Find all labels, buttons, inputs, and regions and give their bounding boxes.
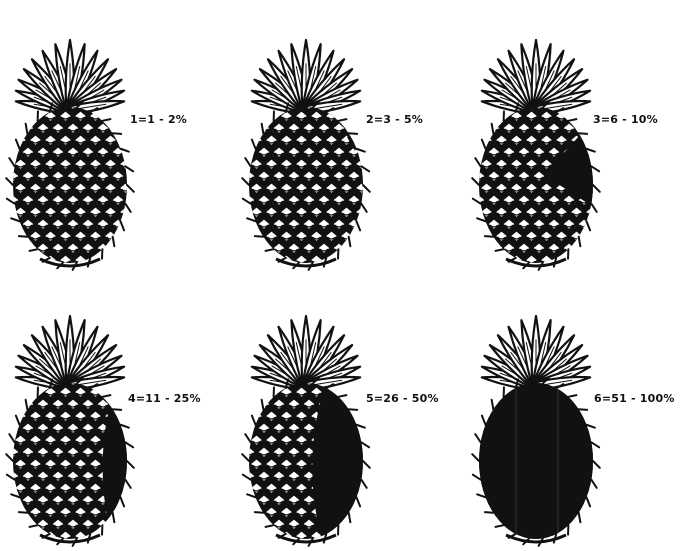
crown-leaves — [16, 40, 124, 114]
crown-leaves — [252, 40, 360, 114]
stage-label-2: 2=3 - 5% — [366, 113, 423, 126]
pineapple-4-icon — [0, 276, 140, 551]
pineapple-5-icon — [236, 276, 376, 551]
stage-label-4: 4=11 - 25% — [128, 392, 201, 405]
pineapple-panel-1: 1=1 - 2% — [0, 0, 220, 270]
pineapple-3-icon — [466, 0, 606, 275]
crown-leaves — [252, 316, 360, 390]
stage-label-6: 6=51 - 100% — [594, 392, 675, 405]
pineapple-panel-2: 2=3 - 5% — [236, 0, 456, 270]
damaged-area — [117, 130, 127, 146]
crown-leaves — [482, 40, 590, 114]
crown-leaves — [482, 316, 590, 390]
pineapple-6-icon — [466, 276, 606, 551]
pineapple-panel-5: 5=26 - 50% — [236, 276, 456, 546]
crown-leaves — [16, 316, 124, 390]
pineapple-panel-3: 3=6 - 10% — [466, 0, 683, 270]
pineapple-panel-6: 6=51 - 100% — [466, 276, 683, 546]
stage-label-3: 3=6 - 10% — [593, 113, 658, 126]
stage-label-5: 5=26 - 50% — [366, 392, 439, 405]
pineapple-panel-4: 4=11 - 25% — [0, 276, 220, 546]
pineapple-2-icon — [236, 0, 376, 275]
pineapple-1-icon — [0, 0, 140, 275]
stage-label-1: 1=1 - 2% — [130, 113, 187, 126]
